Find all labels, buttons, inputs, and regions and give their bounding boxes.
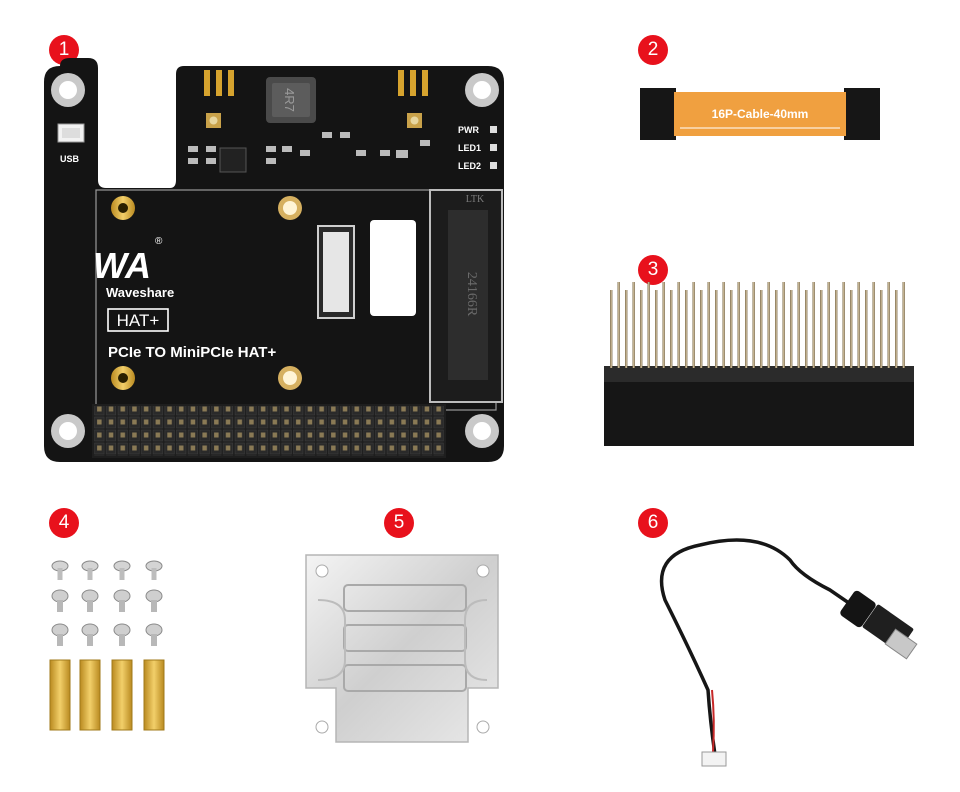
header-pin: [662, 282, 665, 368]
screw-kit: [49, 560, 165, 731]
pwr-label: PWR: [458, 125, 479, 135]
header-pin: [775, 290, 778, 368]
item-number-5: 5: [384, 508, 414, 538]
mounting-bracket: [305, 554, 499, 743]
header-pin: [625, 290, 628, 368]
header-pin: [872, 282, 875, 368]
brand-label: Waveshare: [106, 285, 174, 300]
header-pin: [880, 290, 883, 368]
header-pin: [842, 282, 845, 368]
header-pin: [677, 282, 680, 368]
header-pin: [610, 290, 613, 368]
header-pin: [655, 290, 658, 368]
header-pin: [790, 290, 793, 368]
header-pin: [737, 282, 740, 368]
registered-mark: ®: [155, 236, 163, 247]
header-pin: [835, 290, 838, 368]
header-pin: [715, 290, 718, 368]
header-pin: [782, 282, 785, 368]
screw-shaft: [87, 634, 93, 646]
led2-label: LED2: [458, 161, 481, 171]
header-pin: [820, 290, 823, 368]
header-pin: [670, 290, 673, 368]
header-pin: [617, 282, 620, 368]
header-pin: [647, 282, 650, 368]
header-pin: [730, 290, 733, 368]
hat-board: 4R7 24166R LTK WA ® Waves: [44, 58, 504, 462]
usb-label: USB: [60, 154, 80, 164]
header-pin: [722, 282, 725, 368]
inductor-marking: 4R7: [282, 88, 297, 112]
header-pin: [857, 282, 860, 368]
header-pin: [887, 282, 890, 368]
screw-shaft: [119, 634, 125, 646]
screw-shaft: [151, 568, 157, 580]
product-name-label: PCIe TO MiniPCIe HAT+: [108, 344, 276, 361]
brass-standoff: [111, 659, 133, 731]
header-pin: [640, 290, 643, 368]
header-pin: [700, 290, 703, 368]
header-pin: [895, 290, 898, 368]
header-pin: [805, 290, 808, 368]
screw-shaft: [87, 600, 93, 612]
screw-shaft: [151, 634, 157, 646]
screw-shaft: [119, 568, 125, 580]
header-pin: [850, 290, 853, 368]
brass-standoff: [79, 659, 101, 731]
screw-shaft: [119, 600, 125, 612]
item-number-6: 6: [638, 508, 668, 538]
screw-shaft: [57, 568, 63, 580]
stacking-header: [604, 282, 914, 446]
header-pin: [752, 282, 755, 368]
slot-marking: 24166R: [464, 272, 479, 317]
item-number-3: 3: [638, 255, 668, 285]
header-pin: [812, 282, 815, 368]
hat-label: HAT+: [117, 311, 160, 330]
header-pin: [767, 282, 770, 368]
header-pin: [685, 290, 688, 368]
header-pin: [707, 282, 710, 368]
header-pin: [797, 282, 800, 368]
header-pin: [692, 282, 695, 368]
item-number-4: 4: [49, 508, 79, 538]
usb-cable: [659, 538, 918, 767]
header-pin: [760, 290, 763, 368]
ltk-marking: LTK: [466, 194, 485, 205]
header-pin: [745, 290, 748, 368]
screw-shaft: [151, 600, 157, 612]
waveshare-logo-mark: WA: [93, 245, 151, 286]
brass-standoff: [143, 659, 165, 731]
ffc-cable: 16P-Cable-40mm: [640, 88, 880, 140]
screw-shaft: [57, 634, 63, 646]
led1-label: LED1: [458, 143, 481, 153]
header-pin: [865, 290, 868, 368]
header-pin: [632, 282, 635, 368]
header-pin: [902, 282, 905, 368]
item-number-2: 2: [638, 35, 668, 65]
brass-standoff: [49, 659, 71, 731]
cable-label: 16P-Cable-40mm: [712, 107, 809, 121]
screw-shaft: [87, 568, 93, 580]
header-pin: [827, 282, 830, 368]
screw-shaft: [57, 600, 63, 612]
